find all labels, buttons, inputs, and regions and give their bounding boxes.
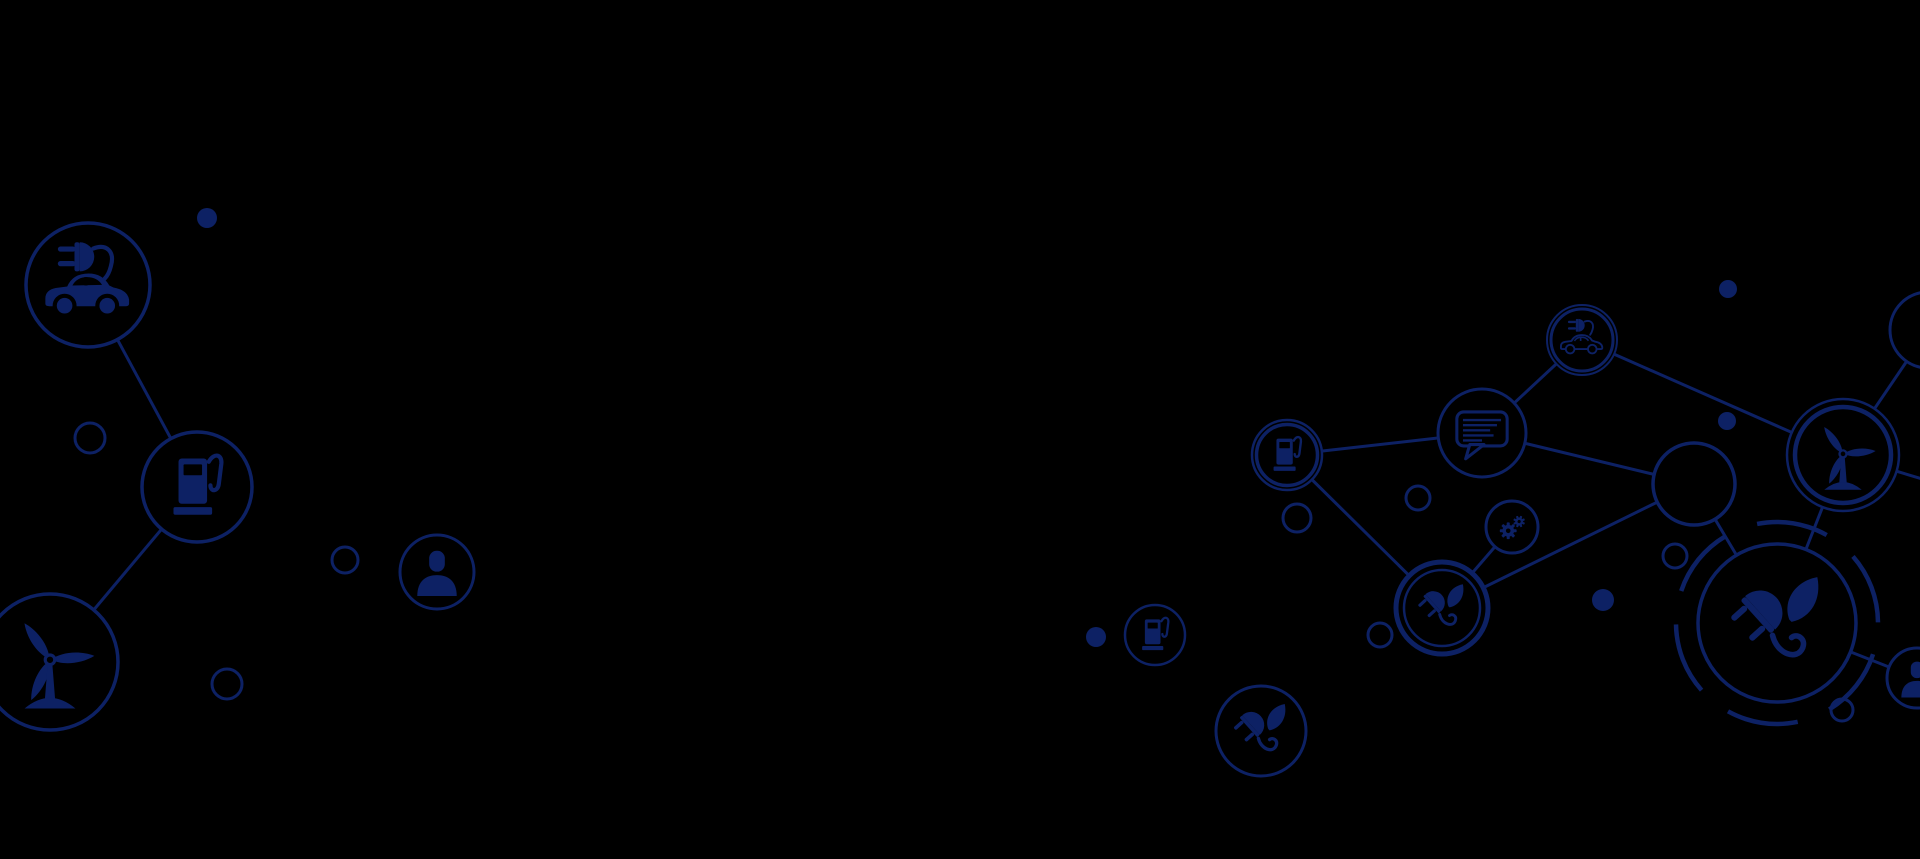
network-nodes bbox=[0, 221, 1920, 778]
node-backdrop bbox=[1438, 389, 1526, 477]
filled-dot bbox=[1719, 280, 1737, 298]
node-ring bbox=[1651, 441, 1737, 527]
node-wind-turbine-right bbox=[1785, 397, 1901, 513]
node-ring bbox=[24, 221, 152, 349]
node-backdrop bbox=[1653, 443, 1735, 525]
node-chat-bubble bbox=[1436, 387, 1528, 479]
node-ring bbox=[1696, 542, 1858, 704]
node-hub-circle bbox=[1651, 441, 1737, 527]
node-ring bbox=[1254, 422, 1320, 488]
node-backdrop bbox=[1547, 305, 1617, 375]
outline-dot bbox=[1366, 621, 1394, 649]
connection-lines bbox=[48, 284, 1920, 680]
node-ring bbox=[1785, 397, 1901, 513]
node-ring bbox=[0, 592, 120, 732]
node-wind-turbine-left bbox=[0, 592, 120, 732]
node-alert-partial bbox=[1888, 291, 1920, 369]
node-eco-plug-bottom bbox=[1214, 684, 1308, 778]
node-ring bbox=[1549, 307, 1615, 373]
node-ring bbox=[1484, 499, 1540, 555]
filled-dot bbox=[1592, 589, 1614, 611]
outline-dot bbox=[1661, 542, 1689, 570]
node-ring bbox=[1123, 603, 1187, 667]
node-person-right bbox=[1885, 646, 1920, 710]
node-backdrop bbox=[1890, 292, 1920, 368]
filled-dot bbox=[1718, 412, 1736, 430]
node-fuel-pump-mid bbox=[1123, 603, 1187, 667]
outline-dot bbox=[210, 667, 244, 701]
node-ring bbox=[1792, 404, 1894, 506]
node-ring bbox=[1436, 387, 1528, 479]
node-ring bbox=[140, 430, 254, 544]
node-ring bbox=[1250, 418, 1324, 492]
decor-dots bbox=[73, 208, 1855, 723]
node-gears bbox=[1484, 499, 1540, 555]
filled-dot bbox=[1086, 627, 1106, 647]
outline-dot bbox=[1281, 502, 1313, 534]
node-ev-car-left bbox=[24, 221, 152, 349]
node-fuel-pump-left bbox=[140, 430, 254, 544]
node-ring bbox=[1885, 646, 1920, 710]
node-fuel-pump-right bbox=[1250, 418, 1324, 492]
node-eco-plug-big bbox=[1673, 519, 1881, 727]
node-ring bbox=[1546, 304, 1618, 376]
node-person-left bbox=[398, 533, 476, 611]
outline-dot bbox=[1404, 484, 1432, 512]
node-ev-car-right bbox=[1546, 304, 1618, 376]
outline-dot bbox=[73, 421, 107, 455]
node-ring bbox=[398, 533, 476, 611]
node-ring bbox=[1402, 568, 1482, 648]
filled-dot bbox=[197, 208, 217, 228]
node-ring bbox=[1393, 559, 1491, 657]
outline-dot bbox=[330, 545, 360, 575]
node-backdrop bbox=[1887, 648, 1920, 708]
node-ring bbox=[1888, 291, 1920, 369]
node-ring bbox=[1214, 684, 1308, 778]
node-eco-plug-small bbox=[1393, 559, 1491, 657]
